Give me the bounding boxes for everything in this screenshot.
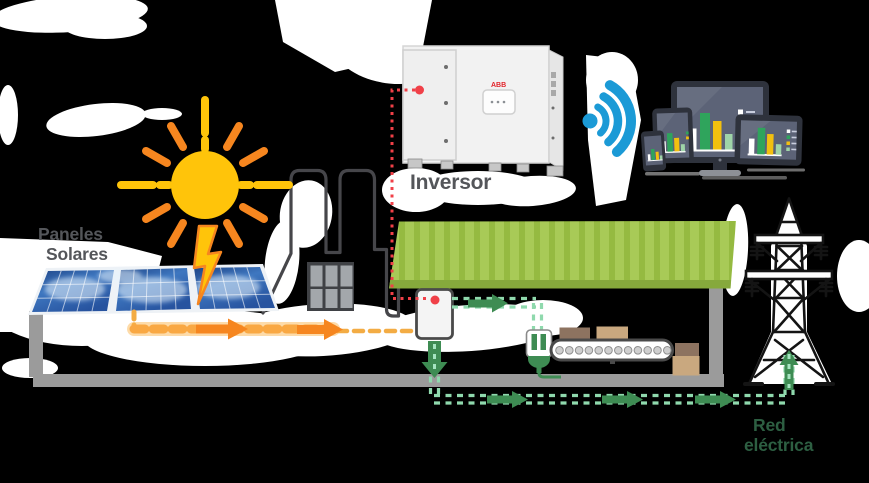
- green-arrow-bottom-2: [602, 391, 643, 408]
- power-grid-label-line2: eléctrica: [744, 434, 814, 455]
- cardboard-box: [672, 356, 700, 376]
- green-arrow-down: [421, 341, 448, 378]
- inverter-device: ABB: [402, 45, 564, 177]
- orange-arrow-2: [297, 319, 343, 340]
- phone-device: [640, 130, 667, 172]
- cardboard-box: [596, 326, 628, 342]
- power-grid-label: Red eléctrica: [744, 415, 814, 455]
- green-arrow-bottom-3: [695, 391, 736, 408]
- inverter-label: Inversor: [410, 171, 491, 195]
- inverter-label-text: Inversor: [410, 171, 492, 194]
- solar-panels-label: Paneles Solares: [38, 224, 108, 264]
- solar-panels: [28, 264, 279, 315]
- energy-flow-green: [421, 294, 799, 408]
- red-endpoint-dot: [415, 85, 424, 95]
- green-arrow-right: [468, 294, 508, 313]
- inverter-status-panel: [482, 89, 516, 115]
- warehouse-roof: [389, 221, 736, 289]
- cardboard-box: [675, 343, 699, 358]
- panel-leg: [29, 311, 43, 377]
- wifi-icon: [582, 80, 636, 157]
- factory-windows: [307, 262, 354, 311]
- red-dashed-link: [390, 85, 428, 300]
- cardboard-box: [559, 327, 590, 342]
- tablet-right-device: [734, 114, 803, 166]
- factory-outline: [261, 168, 401, 318]
- tablet-left-device: [652, 107, 694, 164]
- abb-logo: ABB: [491, 82, 506, 89]
- solar-panels-label-line1: Paneles: [38, 224, 103, 244]
- orange-arrow-1: [196, 318, 248, 340]
- sun-icon: [117, 96, 293, 248]
- plug-icon: [525, 329, 561, 379]
- devices-group: [640, 81, 805, 180]
- green-arrow-bottom-1: [487, 391, 528, 408]
- red-endpoint-dot: [430, 295, 440, 305]
- transmission-tower: [743, 197, 835, 386]
- power-grid-label-line1: Red: [753, 415, 786, 435]
- lightning-icon: [192, 224, 223, 306]
- floor-beam: [33, 374, 724, 387]
- solar-panels-label-line2: Solares: [46, 243, 108, 264]
- roof-pillar: [709, 287, 723, 377]
- electrical-box: [415, 288, 454, 340]
- chart-legend: [786, 129, 797, 152]
- energy-flow-orange: [127, 309, 420, 340]
- green-arrow-up: [779, 350, 799, 390]
- conveyor-rollers: [555, 346, 672, 355]
- conveyor-belt: [549, 326, 700, 376]
